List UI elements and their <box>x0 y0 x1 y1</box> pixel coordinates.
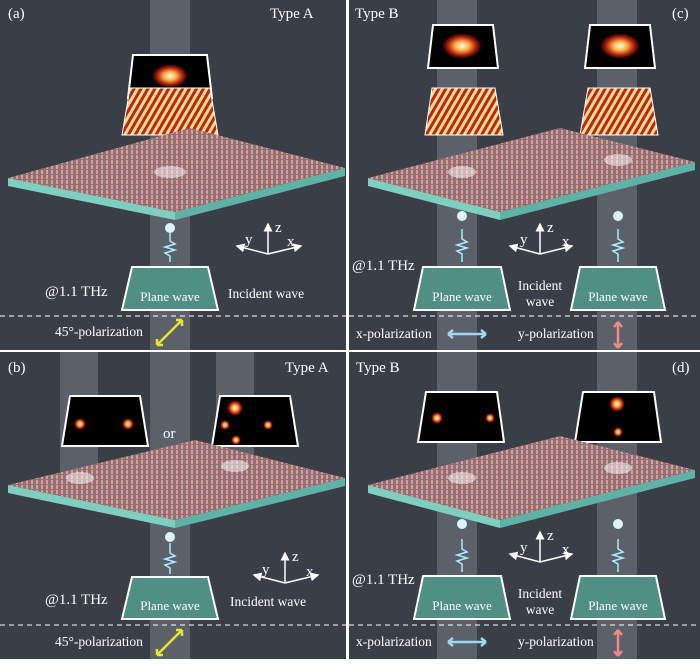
plane-wave-source <box>569 266 667 311</box>
axis-x-label: x <box>287 234 295 250</box>
panel-b: or z x y Plane wave (b) Type A @1.1 THz … <box>0 352 346 659</box>
axis-x-label: x <box>562 542 570 558</box>
polarization-label: 45°-polarization <box>55 634 143 649</box>
panel-c: z x y Plane wave Plane wave Type B (c) @… <box>349 0 700 350</box>
phase-spiral-image <box>424 87 504 136</box>
type-label: Type B <box>356 360 400 376</box>
wave-label: wave <box>526 294 554 309</box>
wave-icon <box>610 229 626 262</box>
plane-wave-label: Plane wave <box>588 289 648 304</box>
wave-label: wave <box>526 602 554 617</box>
plane-wave-label: Plane wave <box>588 598 648 613</box>
frequency-label: @1.1 THz <box>45 284 108 300</box>
axes-icon <box>252 551 320 584</box>
metasurface-edge <box>368 178 500 220</box>
wave-icon <box>454 539 470 572</box>
plane-wave-source <box>120 576 220 620</box>
plane-wave-label: Plane wave <box>432 289 492 304</box>
output-intensity-image <box>416 391 506 443</box>
polarization-label: 45°-polarization <box>55 324 143 339</box>
axis-y-label: y <box>520 232 528 248</box>
panel-label: (d) <box>672 360 690 376</box>
source-dot <box>457 211 467 221</box>
metasurface-edge <box>8 485 175 528</box>
plane-wave-source <box>412 575 512 620</box>
incident-label: Incident <box>518 586 562 601</box>
frequency-label: @1.1 THz <box>352 572 415 588</box>
source-dot <box>165 223 175 233</box>
metasurface <box>8 440 345 520</box>
y-polarization-label: y-polarization <box>518 634 594 649</box>
wave-icon <box>162 543 178 574</box>
source-dot <box>613 519 623 529</box>
metasurface-edge <box>368 485 500 528</box>
source-dot <box>613 211 623 221</box>
x-polarization-label: x-polarization <box>356 634 432 649</box>
phase-spiral-image <box>121 87 219 136</box>
y-polarization-arrow <box>613 629 623 657</box>
axis-z-label: z <box>547 220 554 236</box>
axis-y-label: y <box>245 232 253 248</box>
plane-wave-label: Plane wave <box>432 598 492 613</box>
axes-icon <box>508 530 574 563</box>
plane-wave-source <box>569 575 667 620</box>
or-label: or <box>163 426 176 442</box>
metasurface <box>368 128 695 212</box>
axes-icon <box>508 222 574 255</box>
vortex-pattern <box>152 64 188 88</box>
vortex-pattern <box>600 33 640 59</box>
axis-y-label: y <box>262 562 270 578</box>
incident-wave-label: Incident wave <box>230 594 306 609</box>
panel-label: (a) <box>8 6 25 22</box>
x-polarization-arrow <box>447 329 487 339</box>
plane-wave-source <box>120 266 220 311</box>
x-polarization-arrow <box>447 637 487 647</box>
frequency-label: @1.1 THz <box>45 592 108 608</box>
panel-a: z x y Plane wave (a) Type A @1.1 THz Inc… <box>0 0 346 350</box>
phase-spiral-image <box>579 87 659 136</box>
source-dot <box>457 519 467 529</box>
metasurface-edge <box>8 178 175 220</box>
x-polarization-label: x-polarization <box>356 326 432 341</box>
source-dot <box>165 532 175 542</box>
frequency-label: @1.1 THz <box>352 258 415 274</box>
output-intensity-image <box>60 395 150 447</box>
axis-z-label: z <box>275 220 282 236</box>
incident-wave-label: Incident wave <box>228 286 304 301</box>
wave-icon <box>610 539 626 572</box>
panel-d: z x y Plane wave Plane wave Type B (d) @… <box>349 352 700 659</box>
polarization-45-arrow <box>155 318 184 347</box>
y-polarization-label: y-polarization <box>518 326 594 341</box>
incident-label: Incident <box>518 278 562 293</box>
plane-wave-source <box>412 266 512 311</box>
panel-label: (b) <box>8 360 26 376</box>
metasurface <box>368 436 695 520</box>
axis-z-label: z <box>547 528 554 544</box>
type-label: Type A <box>270 6 314 22</box>
wave-icon <box>454 229 470 262</box>
plane-wave-label: Plane wave <box>140 598 200 613</box>
panel-label: (c) <box>672 6 689 22</box>
y-polarization-arrow <box>613 321 623 349</box>
axes-icon <box>235 222 303 255</box>
axis-z-label: z <box>292 549 299 565</box>
polarization-45-arrow <box>155 628 184 657</box>
output-intensity-image <box>573 391 663 443</box>
axis-x-label: x <box>562 234 570 250</box>
type-label: Type B <box>355 6 399 22</box>
type-label: Type A <box>285 360 329 376</box>
axis-y-label: y <box>520 540 528 556</box>
wave-icon <box>162 233 178 262</box>
plane-wave-label: Plane wave <box>140 289 200 304</box>
axis-x-label: x <box>306 564 314 580</box>
vortex-pattern <box>442 33 482 59</box>
